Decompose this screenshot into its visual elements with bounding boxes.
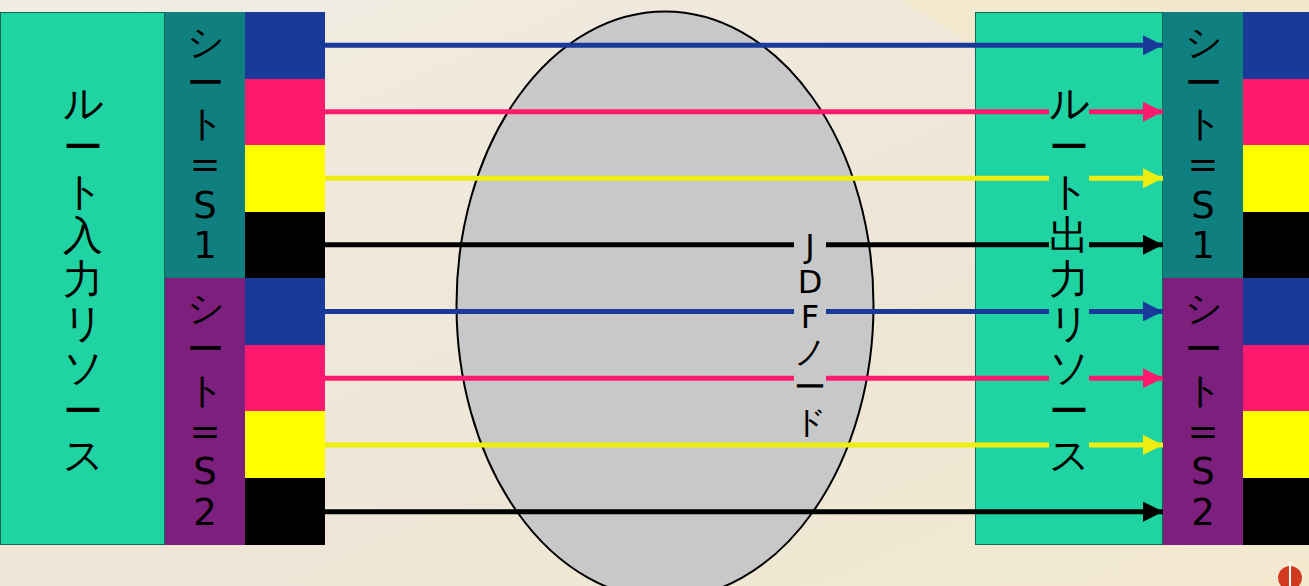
node-label: シート=S1 (1185, 23, 1222, 267)
node-label: ルート入力リソース (63, 81, 103, 477)
node-label: ルート出力リソース (1049, 81, 1089, 477)
sheet-band: シート=S2 (1163, 278, 1309, 545)
flow-arrow (325, 176, 1163, 181)
node-label: シート=S1 (187, 23, 224, 267)
ellipse-shape (457, 12, 874, 586)
flow-arrow (325, 309, 1163, 314)
flow-arrow (325, 43, 1163, 48)
logo-mark (1278, 562, 1302, 586)
flow-arrow (325, 242, 1163, 247)
sheet-band: シート=S1 (1163, 12, 1309, 278)
logo-line (1289, 562, 1291, 586)
node-label: シート=S2 (187, 289, 224, 533)
node-label: シート=S2 (1185, 289, 1222, 533)
sheet-band: シート=S2 (165, 278, 325, 545)
root-input-resource-box: ルート入力リソースシート=S1シート=S2 (0, 12, 165, 545)
process-ellipse: JDFノード (455, 10, 875, 586)
sheet-band: シート=S1 (165, 12, 325, 278)
node-label: JDFノード (794, 229, 826, 440)
flow-arrow (325, 109, 1163, 114)
flow-arrow (325, 442, 1163, 447)
flow-arrow (325, 509, 1163, 514)
flow-arrow (325, 376, 1163, 381)
root-output-resource-box: ルート出力リソースシート=S1シート=S2 (975, 12, 1163, 545)
